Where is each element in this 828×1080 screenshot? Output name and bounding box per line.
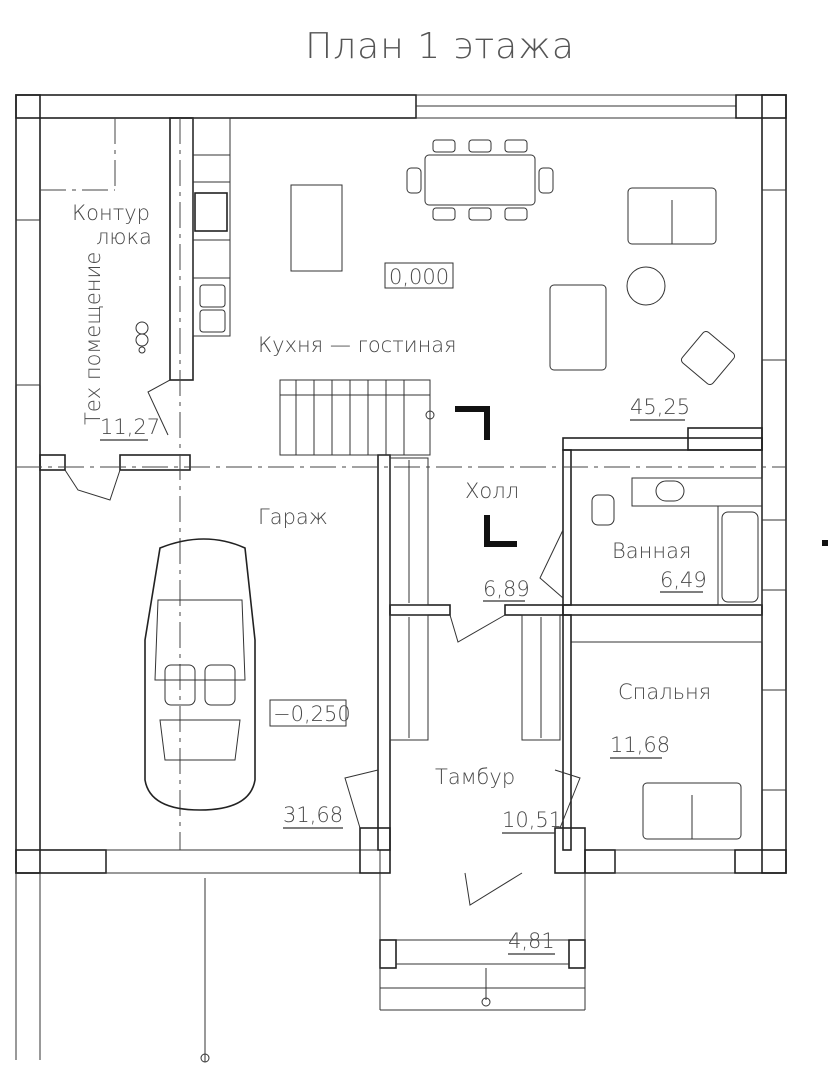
axis-marker <box>200 1053 210 1063</box>
car-icon <box>144 538 256 811</box>
level-kitchen: 0,000 <box>389 265 449 289</box>
outer-walls <box>15 94 787 874</box>
stairs <box>279 379 435 456</box>
level-box <box>269 699 347 727</box>
room-area-bedroom: 11,68 <box>610 733 670 757</box>
porch <box>15 873 586 1060</box>
porch-area: 4,81 <box>508 929 555 953</box>
room-area-vestibule: 10,51 <box>502 808 562 832</box>
room-name-garage: Гараж <box>258 505 328 529</box>
section-marker <box>455 406 490 440</box>
section-marker <box>822 540 828 546</box>
room-area-tech: 11,27 <box>100 415 160 439</box>
room-name-vestibule: Тамбур <box>435 765 515 789</box>
wardrobes <box>389 457 561 741</box>
room-area-kitchen: 45,25 <box>630 395 690 419</box>
level-garage: −0,250 <box>273 702 351 726</box>
level-box <box>384 262 454 289</box>
room-name-bath: Ванная <box>612 539 691 563</box>
room-area-garage: 31,68 <box>283 803 343 827</box>
room-name-bedroom: Спальня <box>618 680 711 704</box>
room-name-kitchen: Кухня — гостиная <box>258 333 457 357</box>
section-marker <box>484 515 517 547</box>
furniture <box>135 139 742 840</box>
room-name-tech: Тех помещение <box>81 252 105 425</box>
room-area-hall: 6,89 <box>483 577 530 601</box>
room-name-hall: Холл <box>465 479 519 503</box>
room-area-bath: 6,49 <box>660 568 707 592</box>
plan-title: План 1 этажа <box>305 26 575 67</box>
doors <box>64 379 581 906</box>
hatch-label: люка <box>96 225 152 249</box>
hatch-label: Контур <box>72 201 150 225</box>
